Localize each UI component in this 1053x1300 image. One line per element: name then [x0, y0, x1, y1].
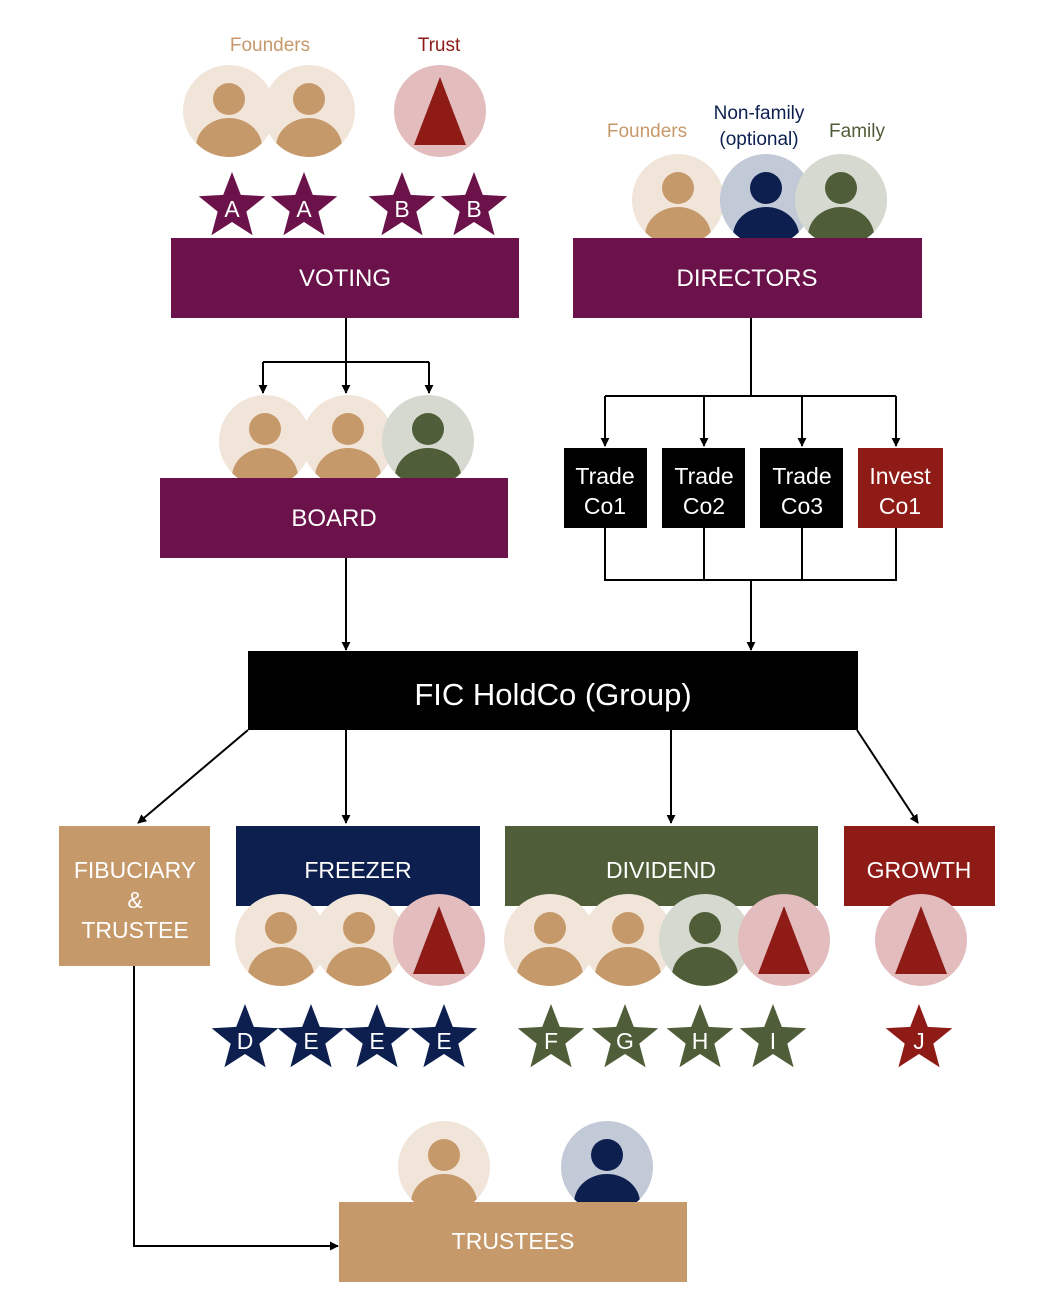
share-class-star-icon: A — [270, 172, 338, 236]
subsidiary-name-line2: Co2 — [683, 493, 725, 519]
directors-box: DIRECTORS — [573, 238, 922, 318]
share-class-star-icon: H — [666, 1004, 734, 1068]
growth-label: GROWTH — [867, 857, 972, 883]
board-label: BOARD — [291, 505, 376, 532]
dividend-label: DIVIDEND — [606, 857, 716, 883]
person-icon — [263, 65, 355, 157]
share-class-label: E — [436, 1028, 451, 1054]
growth-box: GROWTH — [844, 826, 995, 906]
subsidiary-name-line2: Co3 — [781, 493, 823, 519]
trust-caption: Trust — [418, 35, 461, 56]
share-class-star-icon: F — [517, 1004, 585, 1068]
person-icon — [504, 894, 596, 986]
fiduciary-label-line1: FIBUCIARY — [74, 857, 196, 883]
directors-label: DIRECTORS — [677, 265, 818, 292]
holdco-to-fiduciary-arrow — [137, 729, 249, 824]
trust-triangle-icon — [875, 894, 967, 986]
person-icon — [235, 894, 327, 986]
person-icon — [219, 395, 311, 487]
share-class-label: E — [303, 1028, 318, 1054]
freezer-label: FREEZER — [304, 857, 411, 883]
fiduciary-to-trustees-arrow — [133, 966, 339, 1251]
trustees-box: TRUSTEES — [339, 1202, 687, 1282]
share-class-star-icon: B — [440, 172, 508, 236]
person-icon — [795, 154, 887, 246]
share-class-label: D — [237, 1028, 254, 1054]
subsidiary-trade-co1: Trade Co1 — [564, 448, 647, 528]
person-icon — [183, 65, 275, 157]
share-class-label: A — [224, 196, 240, 222]
share-class-star-icon: E — [343, 1004, 411, 1068]
trust-triangle-icon — [393, 894, 485, 986]
holdco-label: FIC HoldCo (Group) — [414, 677, 691, 712]
fiduciary-label-line3: TRUSTEE — [81, 917, 188, 943]
family-caption: Family — [829, 121, 885, 142]
subsidiaries-join — [604, 528, 897, 581]
freezer-box: FREEZER — [236, 826, 480, 906]
voting-label: VOTING — [299, 265, 391, 292]
holdco-to-growth-arrow — [856, 729, 919, 824]
person-icon — [720, 154, 812, 246]
connector-lines — [133, 318, 919, 1251]
subsidiary-name-line2: Co1 — [879, 493, 921, 519]
subsidiary-name-line1: Trade — [772, 463, 831, 489]
share-class-label: B — [394, 196, 409, 222]
person-icon — [632, 154, 724, 246]
share-class-label: E — [369, 1028, 384, 1054]
subsidiary-name-line2: Co1 — [584, 493, 626, 519]
board-box: BOARD — [160, 478, 508, 558]
share-class-star-icon: J — [885, 1004, 953, 1068]
share-class-label: G — [616, 1028, 634, 1054]
share-class-star-icon: B — [368, 172, 436, 236]
share-class-label: I — [770, 1028, 776, 1054]
subsidiary-name-line1: Invest — [869, 463, 931, 489]
subsidiary-trade-co2: Trade Co2 — [662, 448, 745, 528]
share-class-star-icon: I — [739, 1004, 807, 1068]
share-class-star-icon: E — [277, 1004, 345, 1068]
person-icon — [582, 894, 674, 986]
person-icon — [302, 395, 394, 487]
share-class-label: J — [913, 1028, 925, 1054]
share-class-stars: A A B B D E E E F G H I J — [198, 172, 953, 1068]
founders-caption: Founders — [230, 35, 310, 56]
trust-triangle-icon — [394, 65, 486, 157]
nonfamily-caption-line2: (optional) — [719, 129, 798, 150]
person-icon — [313, 894, 405, 986]
dividend-box: DIVIDEND — [505, 826, 818, 906]
voting-box: VOTING — [171, 238, 519, 318]
share-class-label: B — [466, 196, 481, 222]
subsidiary-trade-co3: Trade Co3 — [760, 448, 843, 528]
share-class-label: A — [296, 196, 312, 222]
share-class-star-icon: A — [198, 172, 266, 236]
front-person-icons-layer — [235, 894, 967, 986]
holdco-box: FIC HoldCo (Group) — [248, 651, 858, 730]
fiduciary-trustee-box: FIBUCIARY & TRUSTEE — [59, 826, 210, 966]
subsidiary-name-line1: Trade — [674, 463, 733, 489]
share-class-label: H — [692, 1028, 709, 1054]
trust-triangle-icon — [738, 894, 830, 986]
person-icon — [659, 894, 751, 986]
share-class-star-icon: E — [410, 1004, 478, 1068]
share-class-star-icon: D — [211, 1004, 279, 1068]
subsidiary-invest-co1: Invest Co1 — [858, 448, 943, 528]
share-class-star-icon: G — [591, 1004, 659, 1068]
directors-founders-caption: Founders — [607, 121, 687, 142]
trustees-label: TRUSTEES — [452, 1228, 575, 1254]
person-icons-layer — [183, 65, 887, 1213]
nonfamily-caption-line1: Non-family — [714, 103, 805, 124]
person-icon — [382, 395, 474, 487]
subsidiary-name-line1: Trade — [575, 463, 634, 489]
fiduciary-label-line2: & — [127, 887, 142, 913]
share-class-label: F — [544, 1028, 558, 1054]
